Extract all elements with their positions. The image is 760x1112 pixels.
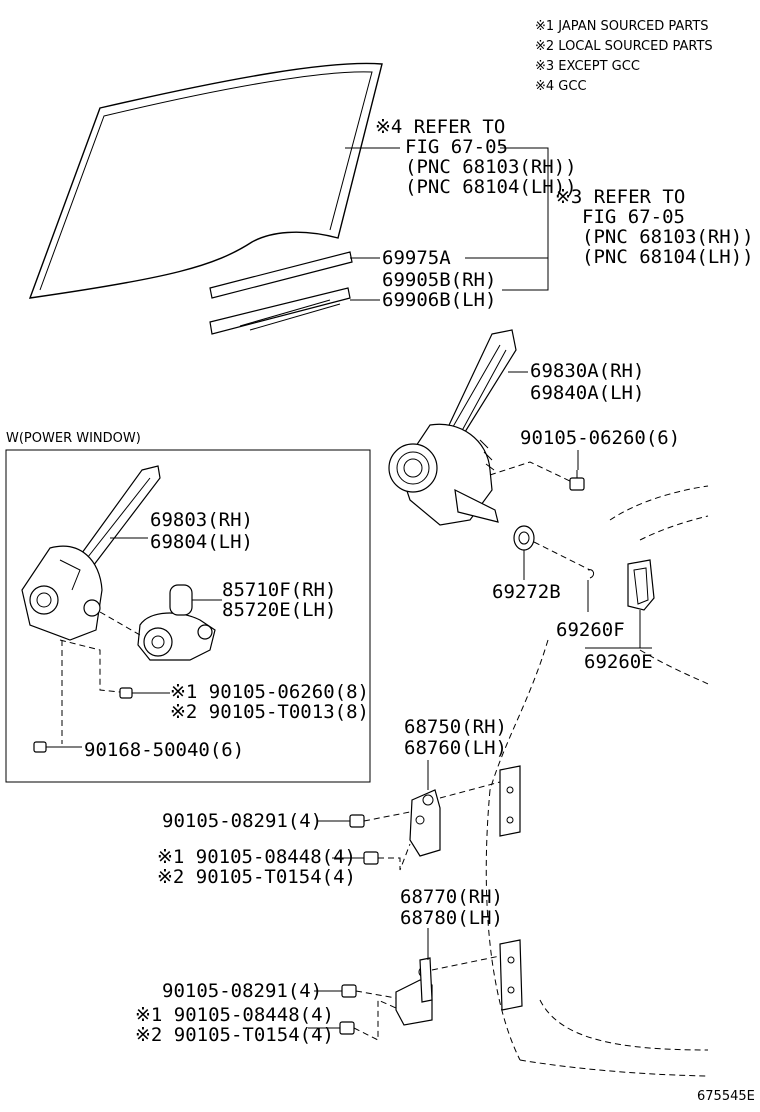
label-69830a[interactable]: 69830A(RH) [530,360,644,382]
label-69803[interactable]: 69803(RH) [150,509,253,531]
svg-text:(PNC 68104(LH)): (PNC 68104(LH)) [582,246,754,268]
refer-gcc-note: ※4 REFER TO FIG 67-05 (PNC 68103(RH)) (P… [375,116,577,198]
legend-gcc: ※4 GCC [535,79,587,94]
refer-except-gcc-note: ※3 REFER TO FIG 67-05 (PNC 68103(RH)) (P… [555,186,754,268]
bolt-90105-08291-upper[interactable] [349,814,365,828]
svg-text:FIG 67-05: FIG 67-05 [405,136,508,158]
bolt-90105-06260-8[interactable] [119,687,133,699]
window-regulator-power[interactable] [21,465,161,641]
bolt-90105-08448-upper[interactable] [363,851,379,865]
legend-except-gcc: ※3 EXCEPT GCC [535,59,640,74]
hinge-upper[interactable] [409,765,521,857]
label-69804[interactable]: 69804(LH) [150,531,253,553]
svg-text:※3 REFER TO: ※3 REFER TO [555,186,685,208]
label-85720e[interactable]: 85720E(LH) [222,599,336,621]
label-90105-06260-8[interactable]: ※1 90105-06260(8) [170,681,369,703]
label-69840a[interactable]: 69840A(LH) [530,382,644,404]
window-motor-power[interactable] [137,584,216,661]
svg-text:(PNC 68103(RH)): (PNC 68103(RH)) [405,156,577,178]
label-90105-08448-upper[interactable]: ※1 90105-08448(4) [157,846,356,868]
label-69260f[interactable]: 69260F [556,619,625,641]
label-68750[interactable]: 68750(RH) [404,716,507,738]
inset-box [5,449,371,783]
label-90168-50040[interactable]: 90168-50040(6) [84,739,244,761]
label-90105-06260-6[interactable]: 90105-06260(6) [520,427,680,449]
label-90105-08291-lower[interactable]: 90105-08291(4) [162,980,322,1002]
bolt-90105-08291-lower[interactable] [341,984,357,998]
washer-69272b[interactable] [513,525,535,551]
label-90105-t0154-lower[interactable]: ※2 90105-T0154(4) [135,1024,334,1046]
svg-text:(PNC 68104(LH)): (PNC 68104(LH)) [405,176,577,198]
label-69975a[interactable]: 69975A [382,247,451,269]
label-90105-t0154-upper[interactable]: ※2 90105-T0154(4) [157,866,356,888]
label-68780[interactable]: 68780(LH) [400,907,503,929]
bolt-90105-06260-6[interactable] [569,470,585,491]
label-69905b[interactable]: 69905B(RH) [382,269,496,291]
glass-run-69905b[interactable] [209,287,351,335]
svg-text:※4 REFER TO: ※4 REFER TO [375,116,505,138]
label-90105-08291-upper[interactable]: 90105-08291(4) [162,810,322,832]
label-69906b[interactable]: 69906B(LH) [382,289,496,311]
bolt-90168-50040[interactable] [33,741,47,753]
figure-id: 675545E [697,1089,755,1104]
window-handle-69260e[interactable] [627,559,655,611]
inset-title: W(POWER WINDOW) [6,431,141,446]
label-90105-t0013-8[interactable]: ※2 90105-T0013(8) [170,701,369,723]
legend-japan-sourced: ※1 JAPAN SOURCED PARTS [535,19,709,34]
bolt-90105-08448-lower[interactable] [339,1021,355,1035]
hinge-lower[interactable] [395,939,523,1026]
legend-local-sourced: ※2 LOCAL SOURCED PARTS [535,39,713,54]
svg-text:FIG 67-05: FIG 67-05 [582,206,685,228]
label-85710f[interactable]: 85710F(RH) [222,579,336,601]
clip-69260f[interactable] [587,569,595,579]
door-glass[interactable] [28,62,383,299]
svg-text:(PNC 68103(RH)): (PNC 68103(RH)) [582,226,754,248]
label-90105-08448-lower[interactable]: ※1 90105-08448(4) [135,1004,334,1026]
label-68770[interactable]: 68770(RH) [400,886,503,908]
glass-run-69975a[interactable] [209,251,353,299]
label-69260e[interactable]: 69260E [584,651,653,673]
window-regulator-manual[interactable] [388,329,517,526]
label-68760[interactable]: 68760(LH) [404,737,507,759]
label-69272b[interactable]: 69272B [492,581,561,603]
